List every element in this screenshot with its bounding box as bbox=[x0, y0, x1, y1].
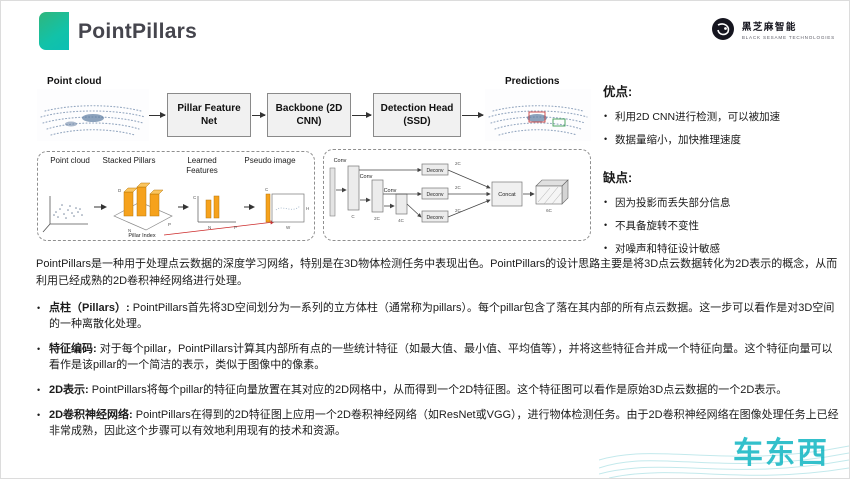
brand-name-cn: 黑芝麻智能 bbox=[741, 21, 797, 33]
body-text: PointPillars是一种用于处理点云数据的深度学习网络，特别是在3D物体检… bbox=[36, 256, 840, 449]
predictions-image bbox=[485, 89, 591, 141]
channel-label: 2C bbox=[374, 216, 381, 221]
axis-label: W bbox=[286, 225, 291, 230]
body-bullet: 点柱（Pillars）: PointPillars首先将3D空间划分为一系列的立… bbox=[36, 301, 840, 333]
flow-arrow-icon bbox=[252, 111, 266, 118]
axis-label: P bbox=[168, 222, 171, 227]
brand-name-en: BLACK SESAME TECHNOLOGIES bbox=[741, 35, 835, 41]
black-sesame-logo-icon bbox=[710, 16, 736, 47]
mini-diagram-svg: D P N Pillar Index C P N C H bbox=[42, 182, 309, 239]
mini-label-learned-features: Learned Features bbox=[186, 156, 218, 175]
channel-label: 2C bbox=[455, 208, 462, 213]
flow-box-detection-head: Detection Head (SSD) bbox=[373, 93, 461, 137]
conv-label: Conv bbox=[360, 174, 373, 180]
flow-box-pillar-feature-net: Pillar Feature Net bbox=[167, 93, 251, 137]
channel-label: 2C bbox=[455, 185, 462, 190]
flow-arrow-icon bbox=[352, 111, 372, 118]
cons-title: 缺点: bbox=[603, 171, 633, 186]
brand: 黑芝麻智能 BLACK SESAME TECHNOLOGIES bbox=[710, 16, 835, 47]
flow-arrow-icon bbox=[149, 111, 166, 118]
body-bullet: 2D卷积神经网络: PointPillars在得到的2D特征图上应用一个2D卷积… bbox=[36, 408, 840, 440]
deconv-label: Deconv bbox=[427, 168, 444, 174]
body-bullet: 特征编码: 对于每个pillar，PointPillars计算其内部所有点的一些… bbox=[36, 342, 840, 374]
detail-box-backbone-network: Conv Conv Conv C 2C 4C Deconv Deconv Dec… bbox=[323, 149, 591, 241]
conv-label: Conv bbox=[334, 158, 347, 164]
bullet-text: 对于每个pillar，PointPillars计算其内部所有点的一些统计特征（如… bbox=[49, 342, 833, 371]
axis-label: N bbox=[128, 228, 131, 233]
channel-label: 4C bbox=[398, 218, 405, 223]
axis-label: N bbox=[208, 225, 211, 230]
deck-logo bbox=[39, 12, 69, 50]
mini-label-pseudo-image: Pseudo image bbox=[244, 156, 296, 165]
concat-label: Concat bbox=[498, 192, 516, 198]
mini-label-point-cloud: Point cloud bbox=[50, 156, 90, 165]
body-bullet: 2D表示: PointPillars将每个pillar的特征向量放置在其对应的2… bbox=[36, 383, 840, 399]
wave-pattern bbox=[599, 445, 849, 478]
pillar-index-label: Pillar Index bbox=[128, 233, 155, 239]
bullet-term: 2D表示: bbox=[49, 383, 89, 396]
bullet-term: 点柱（Pillars）: bbox=[49, 302, 130, 314]
bullet-text: PointPillars首先将3D空间划分为一系列的立方体柱（通常称为pilla… bbox=[49, 302, 835, 330]
network-diagram-svg: Conv Conv Conv C 2C 4C Deconv Deconv Dec… bbox=[329, 158, 569, 223]
pros-title: 优点: bbox=[603, 85, 633, 99]
flow-box-backbone: Backbone (2D CNN) bbox=[267, 93, 351, 137]
channel-label: 6C bbox=[546, 208, 553, 213]
axis-label: P bbox=[234, 225, 237, 230]
conv-label: Conv bbox=[384, 188, 397, 194]
deconv-label: Deconv bbox=[427, 192, 444, 198]
point-cloud-image bbox=[37, 89, 149, 141]
cons-item: 因为投影而丢失部分信息 bbox=[603, 197, 845, 211]
cons-item: 对噪声和特征设计敏感 bbox=[603, 243, 845, 257]
axis-label: D bbox=[118, 188, 122, 193]
pros-item: 利用2D CNN进行检测，可以被加速 bbox=[603, 111, 845, 125]
cons-item: 不具备旋转不变性 bbox=[603, 220, 845, 234]
bullet-term: 特征编码: bbox=[49, 342, 97, 355]
mini-label-stacked-pillars: Stacked Pillars bbox=[102, 156, 156, 165]
detail-box-pillar-feature-net: Point cloud Stacked Pillars Learned Feat… bbox=[37, 151, 315, 241]
point-cloud-label: Point cloud bbox=[47, 76, 102, 87]
axis-label: C bbox=[193, 195, 197, 200]
axis-label: H bbox=[306, 206, 309, 211]
flow-arrow-icon bbox=[462, 111, 484, 118]
bullet-term: 2D卷积神经网络: bbox=[49, 408, 133, 421]
axis-label: C bbox=[265, 187, 269, 192]
predictions-label: Predictions bbox=[505, 76, 560, 87]
bullet-text: PointPillars在得到的2D特征图上应用一个2D卷积神经网络（如ResN… bbox=[49, 408, 839, 437]
watermark-text: 车东西 bbox=[733, 437, 829, 470]
body-intro: PointPillars是一种用于处理点云数据的深度学习网络，特别是在3D物体检… bbox=[36, 258, 838, 287]
page-title: PointPillars bbox=[78, 20, 198, 43]
channel-label: C bbox=[351, 214, 355, 219]
pros-item: 数据量缩小，加快推理速度 bbox=[603, 134, 845, 148]
pros-cons-panel: 优点: 利用2D CNN进行检测，可以被加速 数据量缩小，加快推理速度 缺点: … bbox=[603, 81, 845, 265]
deconv-label: Deconv bbox=[427, 215, 444, 221]
channel-label: 2C bbox=[455, 161, 462, 166]
bullet-text: PointPillars将每个pillar的特征向量放置在其对应的2D网格中，从… bbox=[88, 383, 788, 396]
